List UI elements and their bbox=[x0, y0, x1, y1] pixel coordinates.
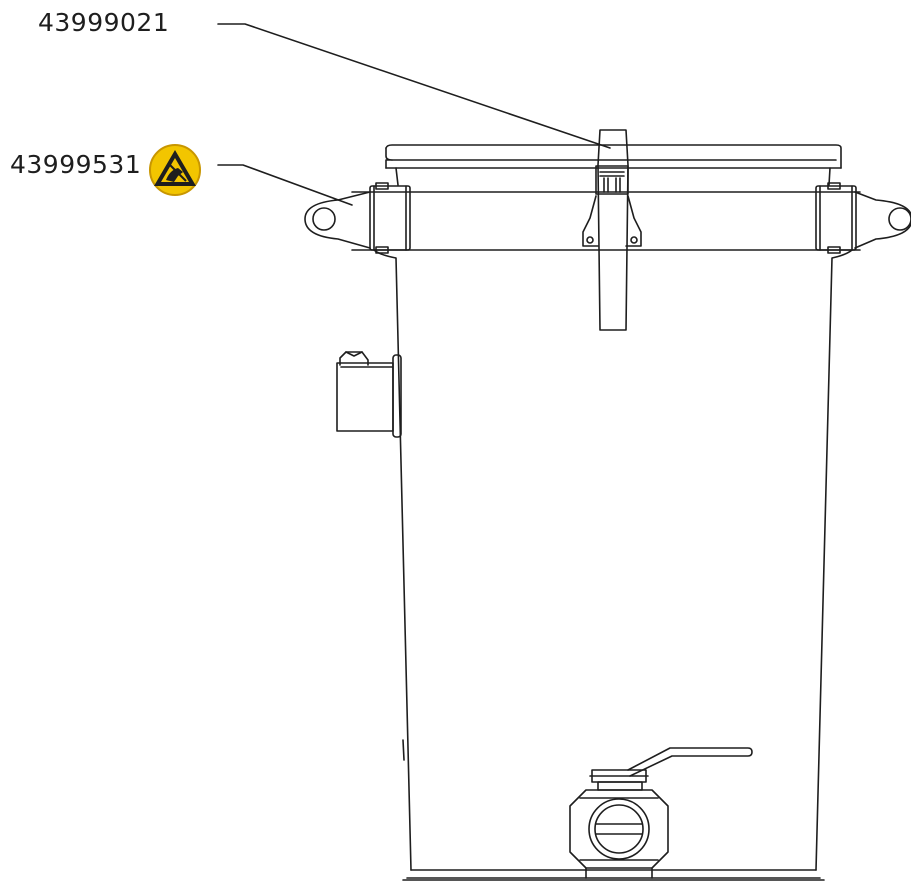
container-body bbox=[373, 249, 853, 881]
lifting-lug-left bbox=[304, 182, 411, 254]
leader-line-latch bbox=[217, 23, 611, 149]
lifting-lug-right bbox=[815, 182, 911, 254]
latch-assembly bbox=[582, 129, 642, 331]
container-rim bbox=[385, 144, 842, 186]
clamp-band bbox=[351, 191, 861, 251]
side-inlet-port bbox=[336, 351, 402, 438]
drain-ball-valve bbox=[569, 747, 753, 879]
esd-warning-icon bbox=[149, 144, 201, 196]
part-number-label-clamp-ring: 43999531 bbox=[10, 150, 142, 179]
part-number-label-latch: 43999021 bbox=[38, 8, 170, 37]
leader-line-clamp-ring bbox=[217, 164, 353, 206]
